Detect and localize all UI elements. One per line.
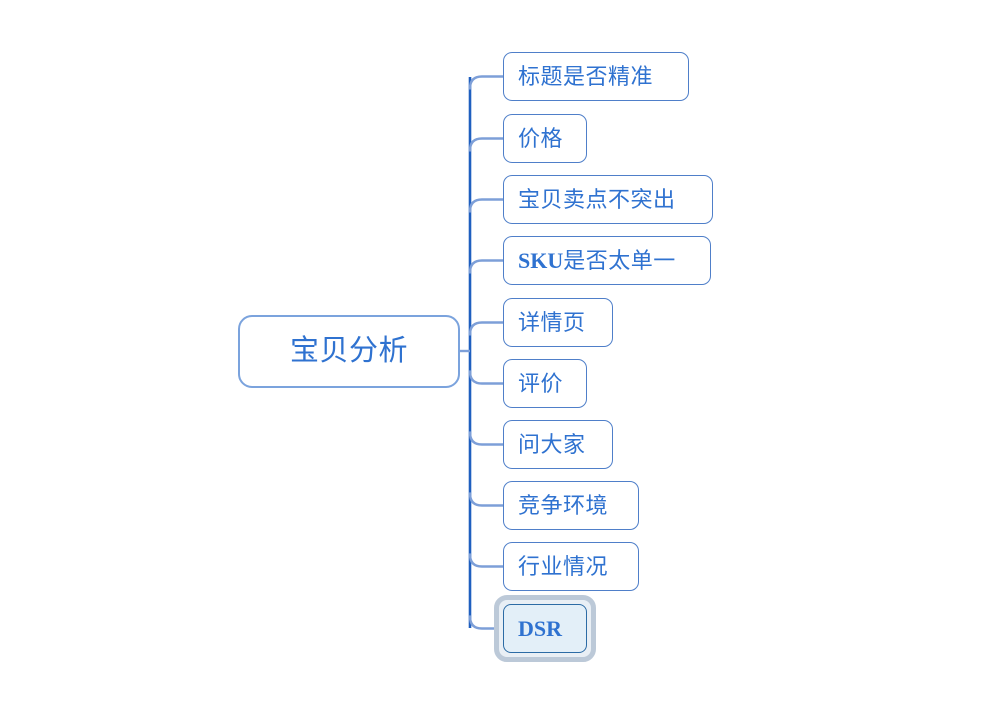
child-node[interactable]: 详情页: [503, 298, 613, 347]
branch-line: [468, 75, 505, 90]
root-node[interactable]: 宝贝分析: [238, 315, 460, 388]
child-node[interactable]: 价格: [503, 114, 587, 163]
child-node[interactable]: 宝贝卖点不突出: [503, 175, 713, 224]
child-node[interactable]: DSR: [503, 604, 587, 653]
child-node-label: 问大家: [518, 431, 586, 457]
child-node[interactable]: 行业情况: [503, 542, 639, 591]
branch-line: [468, 259, 505, 274]
branch-line: [468, 321, 505, 336]
branch-line: [468, 137, 505, 152]
child-node[interactable]: 评价: [503, 359, 587, 408]
child-node-label: 宝贝卖点不突出: [518, 186, 676, 212]
branch-line: [468, 553, 505, 568]
child-node-label-prefix: DSR: [518, 615, 563, 641]
child-node[interactable]: 标题是否精准: [503, 52, 689, 101]
branch-line: [468, 431, 505, 446]
child-node-label: 行业情况: [518, 553, 609, 579]
root-node-label: 宝贝分析: [289, 335, 408, 367]
branch-line: [468, 492, 505, 507]
child-node[interactable]: 问大家: [503, 420, 613, 469]
child-node-label-prefix: SKU: [518, 247, 564, 273]
child-node-label: 详情页: [518, 309, 586, 335]
branch-line: [468, 370, 505, 385]
child-node-label: 评价: [518, 370, 564, 396]
child-node-label: 价格: [518, 125, 564, 151]
child-node-label: 标题是否精准: [518, 63, 654, 89]
branch-line: [468, 198, 505, 213]
child-node-label: 竞争环境: [518, 492, 609, 518]
child-node-label: 是否太单一: [563, 247, 676, 273]
child-node[interactable]: 竞争环境: [503, 481, 639, 530]
